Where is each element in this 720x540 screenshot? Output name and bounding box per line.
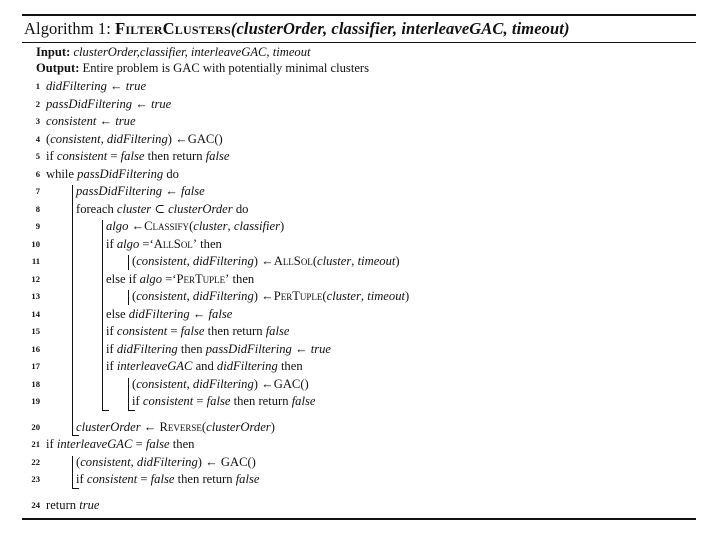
line-text: (consistent, didFiltering) ←AllSol(clust… bbox=[132, 254, 400, 269]
indent-bracket bbox=[128, 290, 130, 305]
pseudocode-line: 10 if algo =‘AllSol’ then bbox=[22, 236, 696, 254]
line-number: 6 bbox=[35, 168, 40, 179]
pseudocode-line: 22 (consistent, didFiltering) ← GAC() bbox=[22, 454, 696, 472]
indent-bracket bbox=[72, 185, 74, 436]
line-text: (consistent, didFiltering) ← GAC() bbox=[76, 454, 256, 469]
pseudocode-line: 19 if consistent = false then return fals… bbox=[22, 393, 696, 411]
pseudocode-line: 4 (consistent, didFiltering) ←GAC() bbox=[22, 131, 696, 149]
line-number: 13 bbox=[31, 291, 40, 302]
algorithm-body: 1 didFiltering ← true 2 passDidFiltering ← … bbox=[22, 76, 696, 518]
indent-bracket bbox=[128, 377, 130, 410]
line-number: 23 bbox=[31, 474, 40, 485]
pseudocode-line: 15 if consistent = false then return fals… bbox=[22, 323, 696, 341]
line-text: clusterOrder ← Reverse(clusterOrder) bbox=[76, 419, 275, 434]
line-number: 20 bbox=[31, 421, 40, 432]
line-number: 7 bbox=[35, 186, 40, 197]
pseudocode-line: 12 else if algo =‘PerTuple’ then bbox=[22, 271, 696, 289]
line-number: 17 bbox=[31, 361, 40, 372]
line-number: 22 bbox=[31, 456, 40, 467]
line-number: 3 bbox=[35, 116, 40, 127]
pseudocode-line: 21 if interleaveGAC = false then bbox=[22, 436, 696, 454]
output-value: Entire problem is GAC with potentially m… bbox=[82, 60, 370, 75]
input-value: clusterOrder,classifier, interleaveGAC, … bbox=[73, 45, 311, 59]
title-separator-rule bbox=[22, 42, 696, 43]
line-number: 12 bbox=[31, 273, 40, 284]
line-number: 4 bbox=[35, 133, 40, 144]
line-text: consistent ← true bbox=[46, 114, 136, 129]
output-line: Output: Entire problem is GAC with poten… bbox=[22, 61, 696, 77]
pseudocode-line: 6 while passDidFiltering do bbox=[22, 166, 696, 184]
pseudocode-line: 2 passDidFiltering ← true bbox=[22, 96, 696, 114]
pseudocode-line: 16 if didFiltering then passDidFiltering … bbox=[22, 341, 696, 359]
line-text: if algo =‘AllSol’ then bbox=[106, 236, 222, 251]
pseudocode-line: 5 if consistent = false then return false bbox=[22, 148, 696, 166]
line-text: else if algo =‘PerTuple’ then bbox=[106, 271, 255, 286]
line-text: algo ←Classify(cluster, classifier) bbox=[106, 219, 285, 234]
line-text: else didFiltering ← false bbox=[106, 306, 233, 321]
line-text: if consistent = false then return false bbox=[76, 472, 260, 487]
pseudocode-line: 3 consistent ← true bbox=[22, 113, 696, 131]
pseudocode-line: 7 passDidFiltering ← false bbox=[22, 183, 696, 201]
algorithm-name: FilterClusters bbox=[115, 19, 231, 38]
line-number: 19 bbox=[31, 396, 40, 407]
line-number: 24 bbox=[31, 499, 40, 510]
line-number: 21 bbox=[31, 439, 40, 450]
algorithm-label: Algorithm 1: bbox=[24, 19, 111, 38]
line-text: passDidFiltering ← false bbox=[76, 184, 205, 199]
indent-bracket bbox=[102, 220, 104, 410]
input-label: Input: bbox=[36, 45, 71, 59]
indent-bracket bbox=[128, 255, 130, 270]
pseudocode-line: 20 clusterOrder ← Reverse(clusterOrder) bbox=[22, 419, 696, 437]
pseudocode-line: 8 foreach cluster ⊂ clusterOrder do bbox=[22, 201, 696, 219]
bottom-rule bbox=[22, 518, 696, 521]
line-number: 11 bbox=[31, 256, 40, 267]
line-number: 5 bbox=[35, 151, 40, 162]
signature-close-paren: ) bbox=[563, 19, 570, 38]
line-text: if consistent = false then return false bbox=[46, 149, 230, 164]
pseudocode-line: 23 if consistent = false then return fals… bbox=[22, 471, 696, 489]
line-text: (consistent, didFiltering) ←GAC() bbox=[132, 376, 309, 391]
indent-bracket bbox=[72, 455, 74, 488]
indent-bracket-foot bbox=[72, 487, 79, 489]
line-text: if interleaveGAC = false then bbox=[46, 437, 195, 452]
line-number: 8 bbox=[35, 203, 40, 214]
line-number: 2 bbox=[35, 98, 40, 109]
line-text: if consistent = false then return false bbox=[106, 324, 290, 339]
indent-bracket-foot bbox=[72, 435, 79, 437]
line-text: if consistent = false then return false bbox=[132, 394, 316, 409]
input-line: Input: clusterOrder,classifier, interlea… bbox=[22, 43, 696, 61]
line-number: 1 bbox=[35, 81, 40, 92]
line-text: (consistent, didFiltering) ←PerTuple(clu… bbox=[132, 289, 410, 304]
line-number: 9 bbox=[35, 221, 40, 232]
algorithm-title: Algorithm 1: FilterClusters(clusterOrder… bbox=[22, 16, 696, 42]
line-text: didFiltering ← true bbox=[46, 79, 147, 94]
indent-bracket-foot bbox=[102, 409, 109, 411]
line-text: if didFiltering then passDidFiltering ← … bbox=[106, 341, 331, 356]
pseudocode-line: 13 (consistent, didFiltering) ←PerTuple(c… bbox=[22, 288, 696, 306]
pseudocode-line: 9 algo ←Classify(cluster, classifier) bbox=[22, 218, 696, 236]
line-text: return true bbox=[46, 497, 100, 512]
line-text: foreach cluster ⊂ clusterOrder do bbox=[76, 201, 249, 216]
line-number: 14 bbox=[31, 308, 40, 319]
algorithm-params: clusterOrder, classifier, interleaveGAC,… bbox=[236, 19, 564, 38]
line-number: 10 bbox=[31, 238, 40, 249]
line-text: if interleaveGAC and didFiltering then bbox=[106, 359, 303, 374]
algorithm-float: Algorithm 1: FilterClusters(clusterOrder… bbox=[22, 14, 696, 521]
output-label: Output: bbox=[36, 60, 80, 75]
pseudocode-line: 18 (consistent, didFiltering) ←GAC() bbox=[22, 376, 696, 394]
line-number: 18 bbox=[31, 378, 40, 389]
line-text: while passDidFiltering do bbox=[46, 166, 179, 181]
line-text: (consistent, didFiltering) ←GAC() bbox=[46, 131, 223, 146]
pseudocode-line: 11 (consistent, didFiltering) ←AllSol(clu… bbox=[22, 253, 696, 271]
line-number: 15 bbox=[31, 326, 40, 337]
top-rule bbox=[22, 14, 696, 16]
pseudocode-line: 24 return true bbox=[22, 497, 696, 515]
line-text: passDidFiltering ← true bbox=[46, 96, 172, 111]
pseudocode-line: 17 if interleaveGAC and didFiltering then bbox=[22, 358, 696, 376]
pseudocode-line: 14 else didFiltering ← false bbox=[22, 306, 696, 324]
pseudocode-line: 1 didFiltering ← true bbox=[22, 78, 696, 96]
line-number: 16 bbox=[31, 343, 40, 354]
signature-open-paren: ( bbox=[230, 19, 237, 38]
indent-bracket-foot bbox=[128, 409, 135, 411]
